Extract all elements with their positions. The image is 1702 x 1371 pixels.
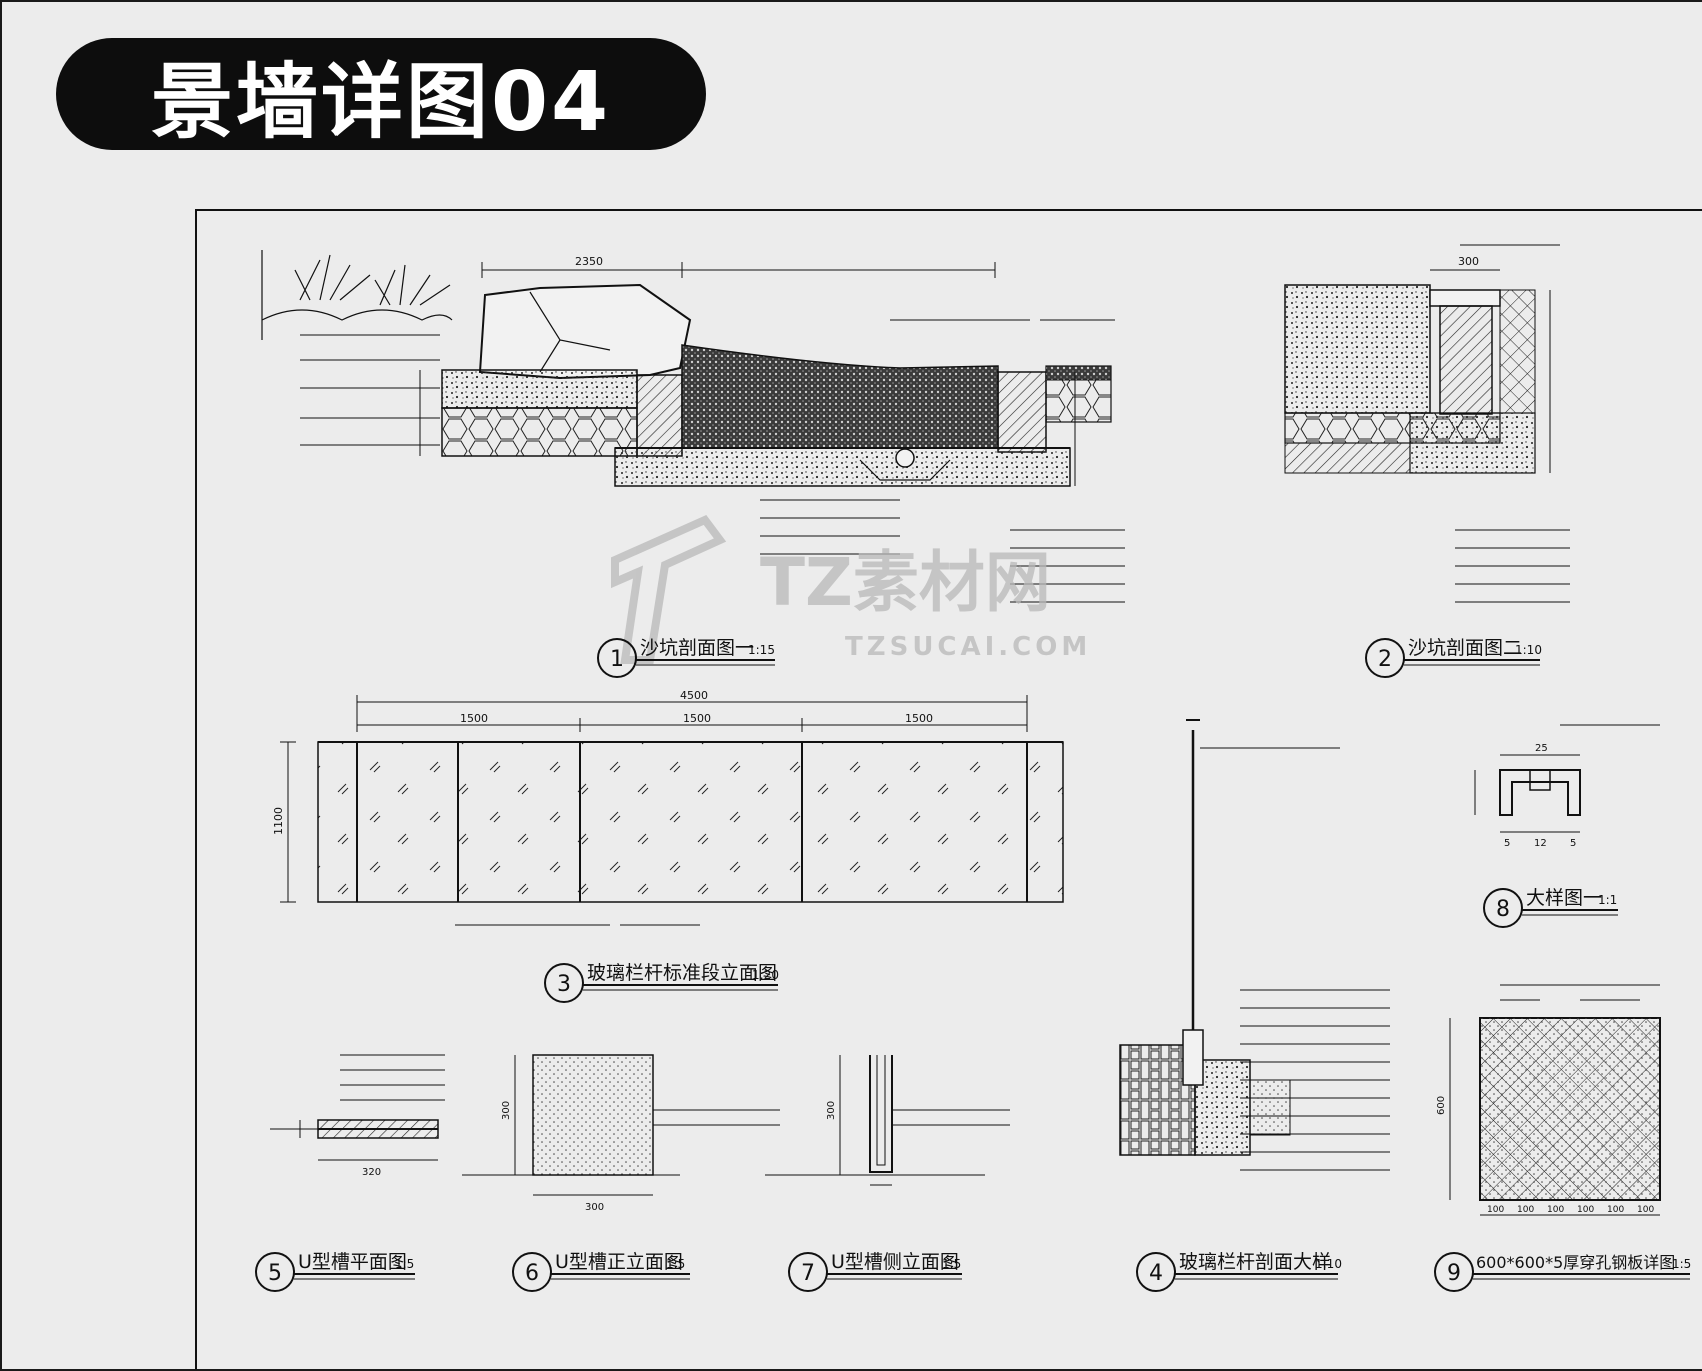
dim-d3-height: 1100 bbox=[272, 807, 285, 835]
dim-d9-bot-4: 100 bbox=[1577, 1205, 1594, 1215]
dim-d9-bot-5: 100 bbox=[1607, 1205, 1624, 1215]
watermark: TZ素材网 TZSUCAI.COM bbox=[611, 515, 1091, 664]
detail-title: 玻璃栏杆剖面大样 bbox=[1179, 1251, 1331, 1273]
detail-number-circle bbox=[1483, 888, 1523, 928]
detail-scale: 1:10 bbox=[1315, 1257, 1342, 1271]
callout-8: 8 大样图一 1:1 bbox=[1483, 887, 1618, 928]
detail-scale: 1:10 bbox=[1515, 643, 1542, 657]
page-title: 景墙详图04 bbox=[150, 54, 612, 150]
detail-number: 6 bbox=[525, 1261, 539, 1286]
detail-number-circle bbox=[512, 1252, 552, 1292]
dim-d9-bot-1: 100 bbox=[1487, 1205, 1504, 1215]
dim-d9-bot-2: 100 bbox=[1517, 1205, 1534, 1215]
detail-2-drawing: 300 bbox=[1284, 244, 1570, 603]
detail-number: 7 bbox=[801, 1261, 815, 1286]
callout-7: 7 U型槽侧立面图 1:5 bbox=[788, 1251, 962, 1292]
watermark-url: TZSUCAI.COM bbox=[845, 632, 1091, 662]
detail-number-circle bbox=[1434, 1252, 1474, 1292]
dim-d1-top: 2350 bbox=[575, 255, 603, 268]
detail-9-drawing: 600 100 100 100 100 100 100 bbox=[1436, 984, 1661, 1216]
detail-scale: 1:15 bbox=[748, 643, 775, 657]
detail-number: 1 bbox=[610, 647, 624, 672]
detail-7-drawing: 300 bbox=[765, 1055, 1010, 1186]
detail-scale: 1:5 bbox=[1672, 1257, 1691, 1271]
callout-5: 5 U型槽平面图 1:5 bbox=[255, 1251, 415, 1292]
dim-d3-seg3: 1500 bbox=[905, 712, 933, 725]
detail-title: U型槽正立面图 bbox=[555, 1251, 683, 1273]
callout-1: 1 沙坑剖面图一 1:15 bbox=[597, 637, 775, 678]
detail-scale: 1:5 bbox=[666, 1257, 685, 1271]
dim-d6-h: 300 bbox=[501, 1101, 512, 1120]
watermark-brand: TZ素材网 bbox=[760, 544, 1051, 621]
dim-d8-bot-2: 12 bbox=[1534, 838, 1547, 849]
detail-3-drawing: 4500 1500 1500 1500 1100 bbox=[272, 689, 1064, 926]
detail-title: 沙坑剖面图一 bbox=[640, 637, 754, 659]
detail-scale: 1:20 bbox=[752, 968, 779, 982]
dim-d9-bot-3: 100 bbox=[1547, 1205, 1564, 1215]
dim-d9-bot-6: 100 bbox=[1637, 1205, 1654, 1215]
dim-d8-top: 25 bbox=[1535, 743, 1548, 754]
detail-number: 9 bbox=[1447, 1261, 1461, 1286]
detail-number-circle bbox=[1365, 638, 1405, 678]
detail-title: 沙坑剖面图二 bbox=[1408, 637, 1522, 659]
detail-number-circle bbox=[597, 638, 637, 678]
callout-2: 2 沙坑剖面图二 1:10 bbox=[1365, 637, 1542, 678]
detail-number-circle bbox=[255, 1252, 295, 1292]
dim-d3-seg1: 1500 bbox=[460, 712, 488, 725]
sheet-border bbox=[195, 209, 1702, 1371]
detail-number-circle bbox=[1136, 1252, 1176, 1292]
detail-title: U型槽侧立面图 bbox=[831, 1251, 959, 1273]
dim-d8-bot-1: 5 bbox=[1504, 838, 1510, 849]
detail-5-drawing: 320 bbox=[270, 1054, 445, 1178]
detail-number-circle bbox=[544, 963, 584, 1003]
detail-number: 8 bbox=[1496, 897, 1510, 922]
detail-title: 大样图一 bbox=[1526, 887, 1602, 909]
dim-d8-bot-3: 5 bbox=[1570, 838, 1576, 849]
dim-d2-top: 300 bbox=[1458, 255, 1479, 268]
detail-1-drawing: 2350 bbox=[261, 250, 1125, 603]
dim-d7-h: 300 bbox=[826, 1101, 837, 1120]
detail-8-drawing: 25 5 12 5 bbox=[1474, 724, 1660, 849]
detail-scale: 1:5 bbox=[942, 1257, 961, 1271]
dim-d3-seg2: 1500 bbox=[683, 712, 711, 725]
callout-6: 6 U型槽正立面图 1:5 bbox=[512, 1251, 690, 1292]
title-badge: 景墙详图04 bbox=[56, 38, 706, 150]
sand-fill bbox=[681, 344, 999, 449]
detail-number: 2 bbox=[1378, 647, 1392, 672]
callout-3: 3 玻璃栏杆标准段立面图 1:20 bbox=[544, 962, 779, 1003]
dim-d3-total: 4500 bbox=[680, 689, 708, 702]
detail-scale: 1:5 bbox=[395, 1257, 414, 1271]
detail-4-drawing bbox=[1119, 719, 1390, 1171]
dim-d9-side: 600 bbox=[1436, 1096, 1447, 1115]
callout-4: 4 玻璃栏杆剖面大样 1:10 bbox=[1136, 1251, 1342, 1292]
detail-6-drawing: 300 300 bbox=[462, 1054, 780, 1213]
callout-9: 9 600*600*5厚穿孔钢板详图 1:5 bbox=[1434, 1252, 1691, 1292]
detail-title: 玻璃栏杆标准段立面图 bbox=[587, 962, 777, 984]
detail-number-circle bbox=[788, 1252, 828, 1292]
detail-title: U型槽平面图 bbox=[298, 1251, 407, 1273]
detail-scale: 1:1 bbox=[1598, 893, 1617, 907]
plant-symbols bbox=[261, 250, 453, 340]
detail-number: 4 bbox=[1149, 1261, 1163, 1286]
dim-d6-w: 300 bbox=[585, 1202, 604, 1213]
dim-d5-w: 320 bbox=[362, 1167, 381, 1178]
detail-number: 3 bbox=[557, 972, 571, 997]
detail-number: 5 bbox=[268, 1261, 282, 1286]
boulder bbox=[478, 283, 692, 380]
detail-title: 600*600*5厚穿孔钢板详图 bbox=[1476, 1253, 1675, 1272]
